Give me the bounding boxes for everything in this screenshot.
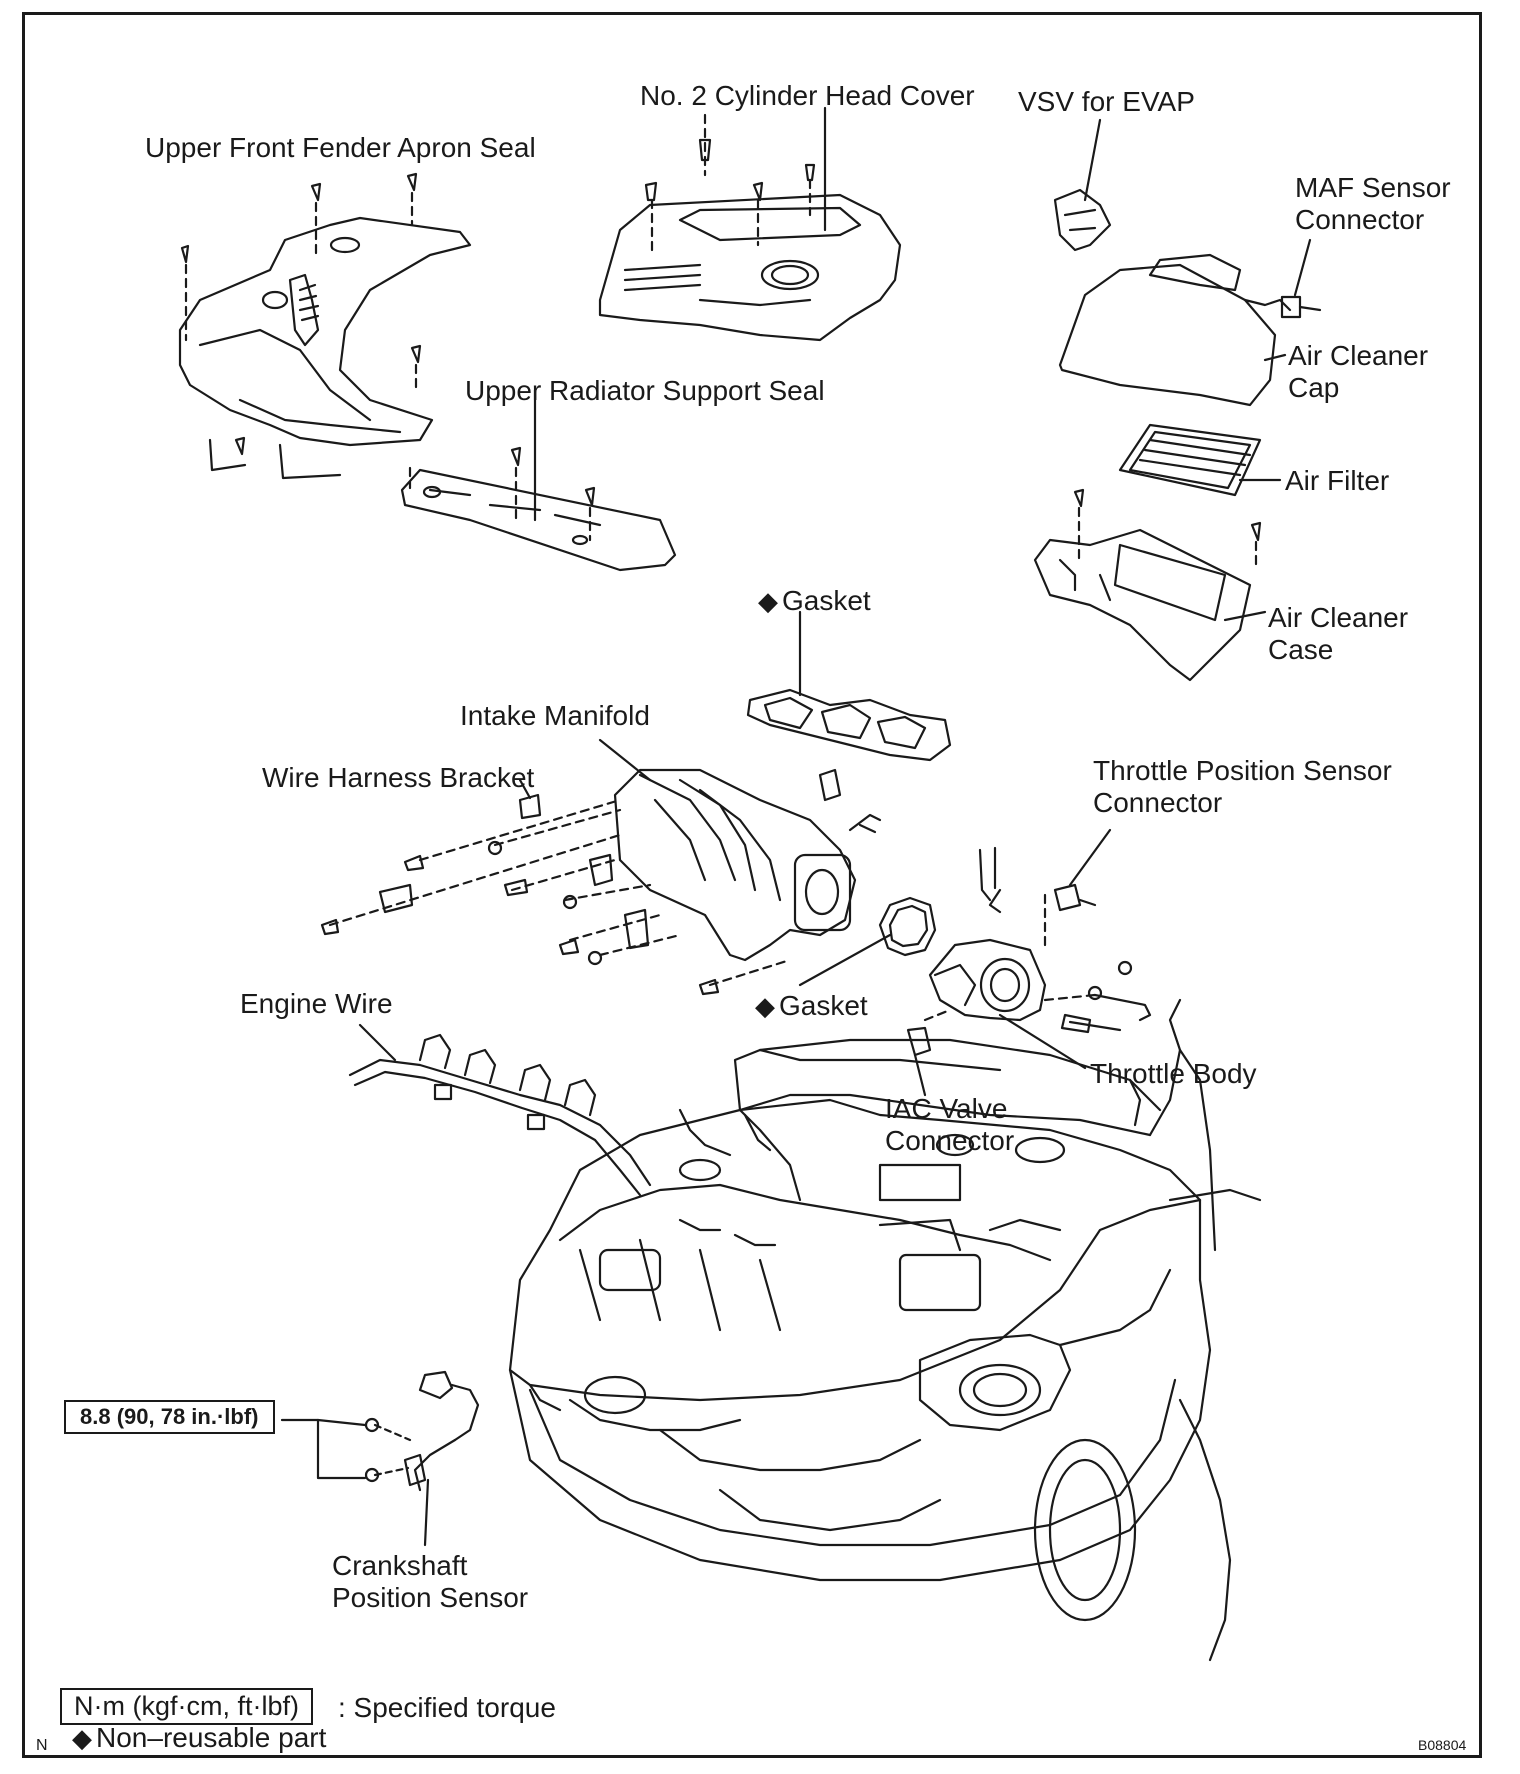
- corner-mark: N: [36, 1737, 48, 1754]
- label-gasket-lower-text: Gasket: [779, 990, 868, 1021]
- air-cleaner-case-part: [1033, 488, 1267, 682]
- label-upper-radiator-support-seal: Upper Radiator Support Seal: [465, 375, 825, 406]
- intake-gasket-upper-part: [746, 610, 952, 762]
- non-reusable-diamond-icon: ◆: [758, 586, 778, 616]
- label-maf-sensor-connector-line2: Connector: [1295, 204, 1425, 235]
- air-filter-part: [1118, 423, 1282, 497]
- label-air-cleaner-cap-line1: Air Cleaner: [1288, 340, 1429, 371]
- apron-seal-fasteners: [180, 172, 422, 490]
- crankshaft-position-sensor-part: [280, 1370, 480, 1547]
- diagram-frame: [22, 12, 1482, 1758]
- car-body-illustration: [508, 998, 1262, 1662]
- legend-specified-torque: : Specified torque: [338, 1692, 556, 1723]
- non-reusable-diamond-icon: ◆: [755, 991, 775, 1021]
- label-air-cleaner-case-line1: Air Cleaner: [1268, 602, 1409, 633]
- label-crankshaft-position-sensor-line2: Position Sensor: [332, 1582, 529, 1613]
- air-cleaner-cap-part: [1058, 238, 1322, 407]
- figure-code: B08804: [1418, 1737, 1467, 1753]
- label-no2-cylinder-head-cover: No. 2 Cylinder Head Cover: [640, 80, 975, 111]
- label-throttle-position-sensor-connector-line2: Connector: [1093, 787, 1223, 818]
- label-wire-harness-bracket: Wire Harness Bracket: [262, 762, 535, 793]
- legend-torque-units-box: N·m (kgf·cm, ft·lbf): [60, 1688, 313, 1725]
- label-gasket-upper: ◆Gasket: [758, 585, 871, 617]
- label-iac-valve-connector-line1: IAC Valve: [885, 1093, 1008, 1124]
- label-gasket-lower: ◆Gasket: [755, 990, 868, 1022]
- engine-wire-part: [348, 1023, 652, 1197]
- upper-radiator-support-seal-part: [400, 388, 677, 572]
- label-throttle-body: Throttle Body: [1090, 1058, 1257, 1089]
- intake-manifold-part: [598, 738, 857, 962]
- no2-cylinder-head-cover-part: [598, 106, 902, 342]
- wire-harness-bracket-part: [320, 768, 882, 996]
- label-air-cleaner-case-line2: Case: [1268, 634, 1334, 665]
- label-crankshaft-position-sensor-line1: Crankshaft: [332, 1550, 468, 1581]
- label-upper-front-fender-apron-seal: Upper Front Fender Apron Seal: [145, 132, 536, 163]
- label-vsv-for-evap: VSV for EVAP: [1018, 86, 1195, 117]
- upper-front-fender-apron-seal-part: [178, 216, 472, 480]
- throttle-gasket-lower-part: [798, 896, 937, 987]
- label-air-filter: Air Filter: [1285, 465, 1390, 496]
- torque-spec-box: 8.8 (90, 78 in.·lbf): [64, 1400, 275, 1434]
- non-reusable-diamond-icon: ◆: [72, 1723, 92, 1753]
- label-intake-manifold: Intake Manifold: [460, 700, 650, 731]
- label-gasket-upper-text: Gasket: [782, 585, 871, 616]
- label-throttle-position-sensor-connector-line1: Throttle Position Sensor: [1093, 755, 1392, 786]
- throttle-body-part: [928, 828, 1152, 1070]
- legend-non-reusable-part: ◆Non–reusable part: [72, 1722, 326, 1754]
- vsv-for-evap-part: [1053, 118, 1112, 252]
- iac-valve-connector-part: [906, 1008, 952, 1097]
- label-engine-wire: Engine Wire: [240, 988, 393, 1019]
- legend-non-reusable-part-text: Non–reusable part: [96, 1722, 327, 1753]
- label-iac-valve-connector-line2: Connector: [885, 1125, 1015, 1156]
- label-maf-sensor-connector-line1: MAF Sensor: [1295, 172, 1451, 203]
- label-air-cleaner-cap-line2: Cap: [1288, 372, 1340, 403]
